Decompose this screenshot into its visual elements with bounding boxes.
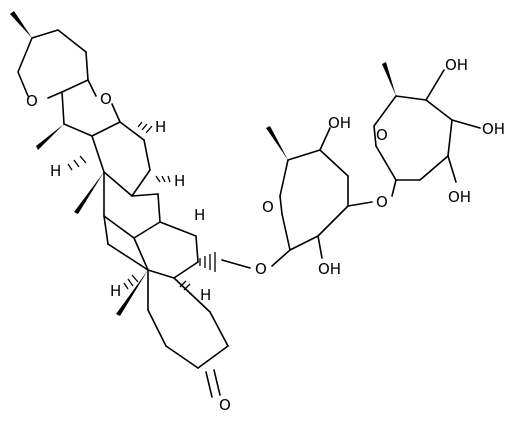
hydrogen-c5: H: [200, 286, 211, 304]
ring-a-cyclohexanone: [147, 269, 229, 398]
hydroxyl-sugar-1-top: OH: [328, 114, 351, 132]
hydroxyl-sugar-2-c4: OH: [445, 56, 468, 74]
ring-b-cyclohexane: [103, 215, 199, 279]
glycosidic-oxygen-link: O: [376, 193, 388, 211]
glycosidic-bond-sugar-link: [347, 179, 397, 207]
hydrogen-c16: H: [155, 118, 166, 136]
methyl-wedge-c25: [10, 11, 32, 38]
hydrogen-c14: H: [174, 172, 185, 190]
ketone-oxygen: O: [219, 396, 231, 414]
methyl-wedge-c20: [36, 124, 64, 150]
ring-f-tetrahydropyran: [17, 29, 89, 99]
ring-e-tetrahydrofuran: [61, 79, 121, 137]
sugar-1-ring: [279, 127, 349, 259]
sugar-2-ring: [373, 69, 481, 183]
hydrogen-c9: H: [110, 282, 121, 300]
ring-oxygen-tetrahydrofuran: O: [100, 90, 112, 108]
ring-oxygen-sugar-2: O: [376, 126, 388, 144]
methyl-wedge-c13: [74, 172, 104, 214]
methyl-wedge-c10: [116, 270, 148, 316]
ring-d-cyclopentane: [91, 121, 151, 197]
glycosidic-bond-c6: [221, 249, 291, 269]
hydrogen-c8: H: [194, 206, 205, 224]
methyl-wedge-sugar-2: [382, 62, 396, 96]
hydrogen-c17: H: [50, 162, 61, 180]
hydroxyl-sugar-2-c3: OH: [482, 120, 505, 138]
ring-c-cyclohexane: [103, 171, 161, 239]
hydroxyl-sugar-2-c2: OH: [448, 188, 471, 206]
hash-bond-c6-o: [199, 252, 216, 272]
glycosidic-oxygen-c6: O: [255, 260, 267, 278]
hydroxyl-sugar-1-bottom: OH: [318, 260, 341, 278]
hash-bonds-hydrogens: [67, 121, 191, 291]
methyl-wedge-sugar-1: [266, 126, 288, 160]
ring-oxygen-sugar-1: O: [262, 198, 274, 216]
ring-oxygen-tetrahydropyran: O: [26, 92, 38, 110]
